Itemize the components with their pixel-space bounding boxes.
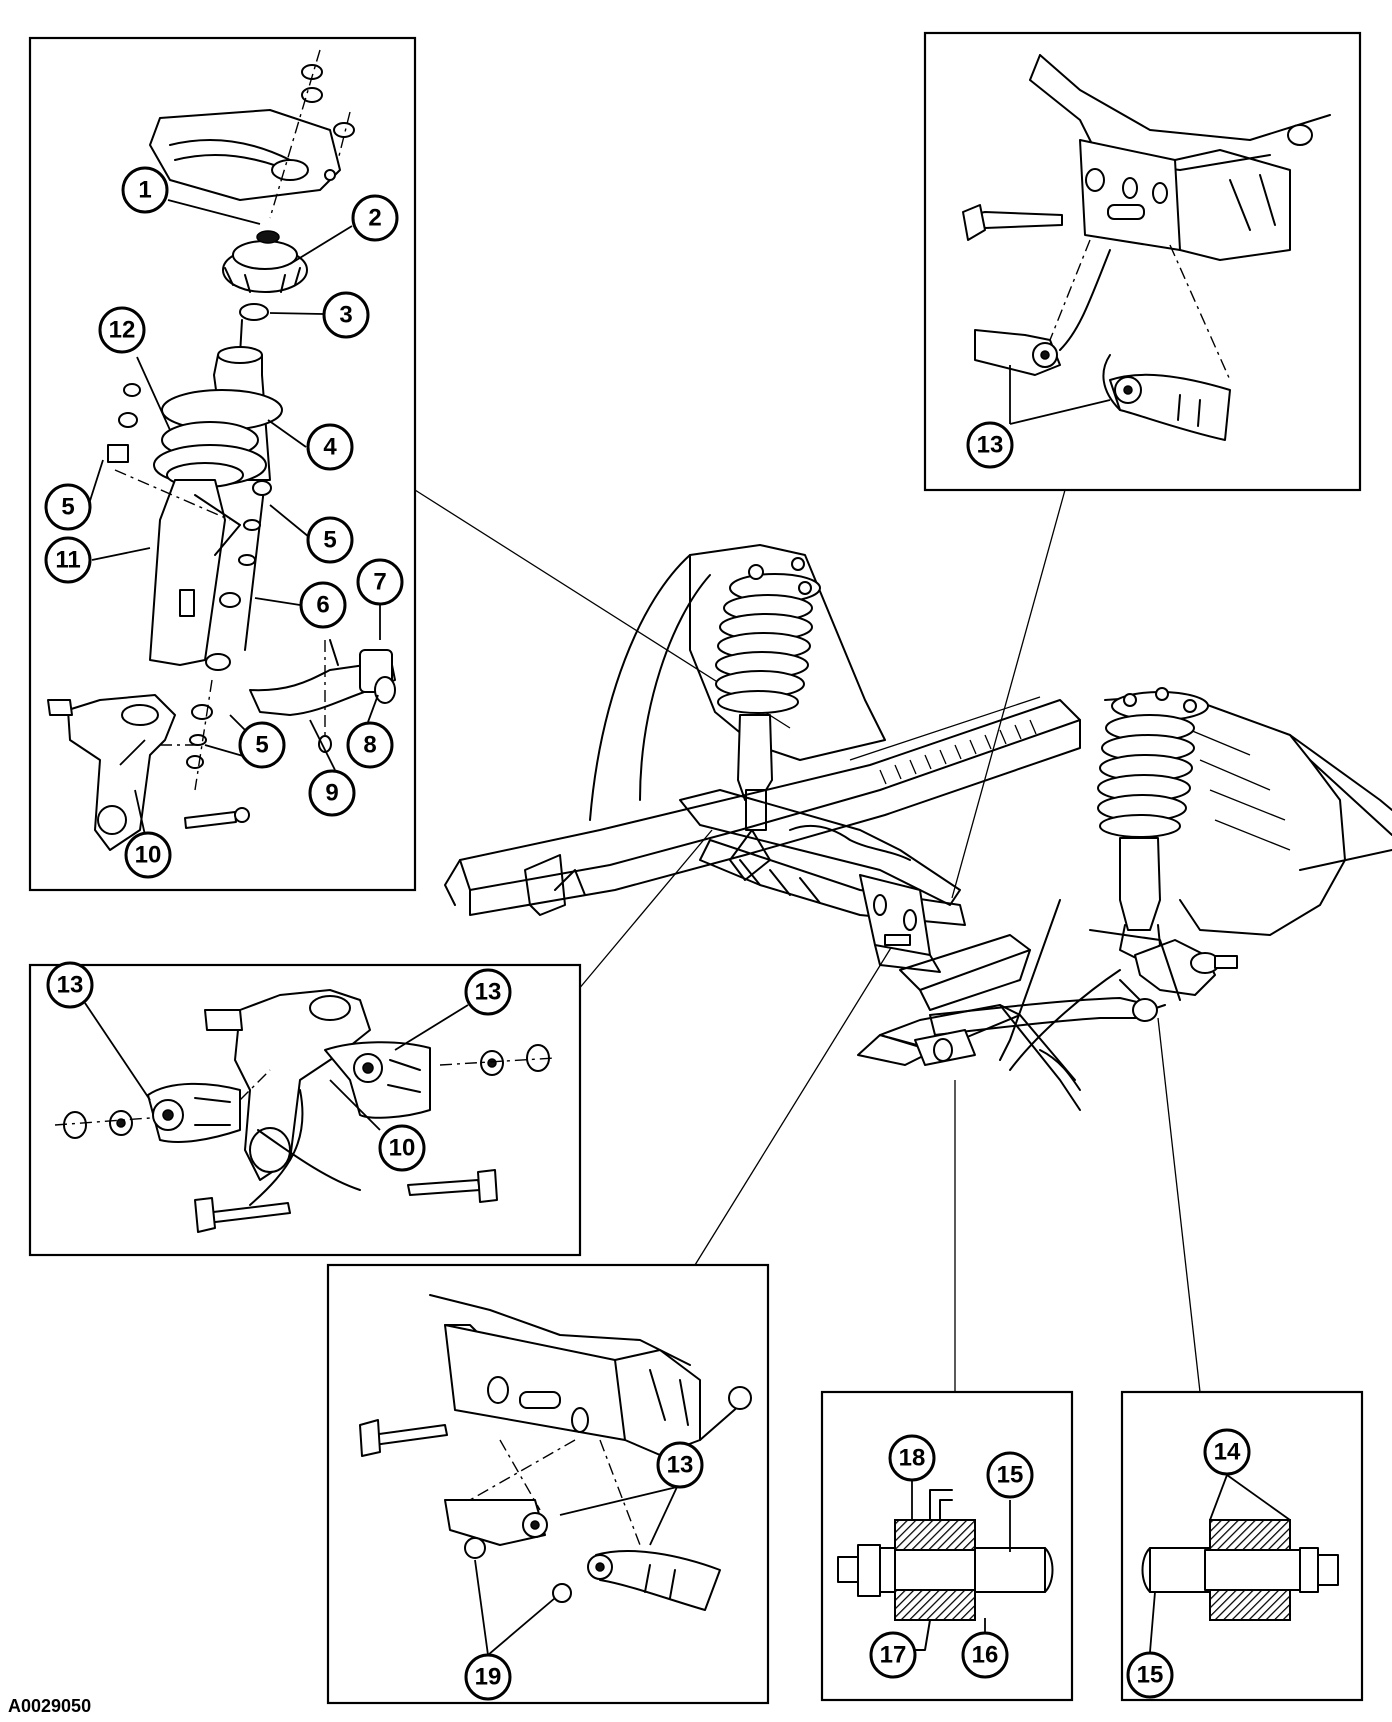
panel-frame-bracket-left: [326, 1263, 770, 1705]
callout-13-middle-right: 13: [464, 968, 512, 1016]
callout-15-left-panel: 15: [986, 1451, 1034, 1499]
callout-3-label: 3: [339, 302, 352, 329]
callout-1: 1: [121, 166, 169, 214]
callout-1-label: 1: [138, 177, 151, 204]
callout-14: 14: [1203, 1428, 1251, 1476]
callout-10-upper: 10: [124, 831, 172, 879]
callout-8: 8: [346, 721, 394, 769]
callout-3: 3: [322, 291, 370, 339]
callout-18: 18: [888, 1434, 936, 1482]
callout-8-label: 8: [363, 732, 376, 759]
callout-9: 9: [308, 769, 356, 817]
callout-10-middle-label: 10: [389, 1135, 416, 1162]
left-coil-spring: [715, 594, 813, 714]
callout-13-middle-left-label: 13: [57, 972, 84, 999]
callout-6-label: 6: [316, 592, 329, 619]
callout-14-label: 14: [1214, 1439, 1241, 1466]
callout-13-middle-right-label: 13: [475, 979, 502, 1006]
callout-15-right-panel: 15: [1126, 1651, 1174, 1699]
callout-15-right-panel-label: 15: [1137, 1662, 1164, 1689]
callout-7: 7: [356, 558, 404, 606]
panel-bushing-detail-right: [1120, 1390, 1364, 1702]
callout-16: 16: [961, 1631, 1009, 1679]
callout-7-label: 7: [373, 569, 386, 596]
callout-12: 12: [98, 306, 146, 354]
callout-17: 17: [869, 1631, 917, 1679]
callout-10-middle: 10: [378, 1124, 426, 1172]
callout-5-lower-label: 5: [255, 732, 268, 759]
front-suspension-assembly: [444, 544, 1392, 1111]
callout-leaders: [84, 199, 1291, 1656]
callout-13-lower-label: 13: [667, 1452, 694, 1479]
callout-5-lower: 5: [238, 721, 286, 769]
callout-19: 19: [464, 1653, 512, 1701]
callout-4-label: 4: [323, 434, 337, 461]
callout-13-middle-left: 13: [46, 961, 94, 1009]
callout-16-label: 16: [972, 1642, 999, 1669]
figure-id: A0029050: [8, 1696, 91, 1716]
callout-4: 4: [306, 423, 354, 471]
callout-17-label: 17: [880, 1642, 907, 1669]
callout-12-label: 12: [109, 317, 136, 344]
callout-5-upper-right: 5: [306, 516, 354, 564]
callout-5-upper-right-label: 5: [323, 527, 336, 554]
callout-2-label: 2: [368, 205, 381, 232]
callout-9-label: 9: [325, 780, 338, 807]
callout-11: 11: [44, 536, 92, 584]
callout-13-upper-right-label: 13: [977, 432, 1004, 459]
callout-15-left-panel-label: 15: [997, 1462, 1024, 1489]
panel-frame-bracket-right: [923, 31, 1362, 492]
right-coil-spring: [1097, 714, 1195, 838]
callout-5-upper-left-label: 5: [61, 494, 74, 521]
callout-2: 2: [351, 194, 399, 242]
callout-11-label: 11: [55, 547, 80, 574]
callout-18-label: 18: [899, 1445, 926, 1472]
callout-19-label: 19: [475, 1664, 502, 1691]
callout-5-upper-left: 5: [44, 483, 92, 531]
callout-13-upper-right: 13: [966, 421, 1014, 469]
frame-rail-slots: [879, 719, 1037, 785]
callout-13-lower: 13: [656, 1441, 704, 1489]
callout-6: 6: [299, 581, 347, 629]
callout-10-upper-label: 10: [135, 842, 162, 869]
panel-strut-exploded: [28, 36, 417, 892]
panel-bushing-detail-left: [820, 1390, 1074, 1702]
